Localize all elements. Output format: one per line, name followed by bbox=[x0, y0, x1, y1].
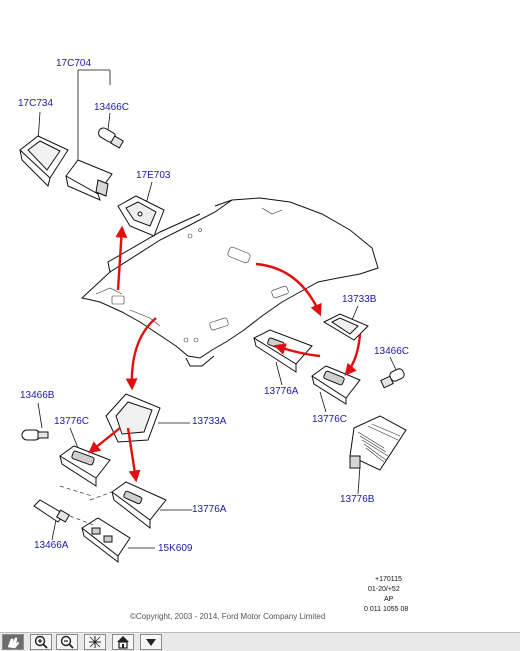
part-13733A bbox=[105, 393, 161, 443]
ref-code-3: AP bbox=[384, 596, 394, 603]
assembly-arrows bbox=[88, 225, 362, 483]
headliner-detail bbox=[95, 207, 289, 343]
label-13776C-right[interactable]: 13776C bbox=[312, 414, 348, 425]
fit-view-button[interactable] bbox=[84, 634, 106, 650]
zoom-in-button[interactable] bbox=[30, 634, 52, 650]
home-icon bbox=[117, 636, 129, 649]
part-13776C-right bbox=[311, 365, 361, 405]
label-17C704[interactable]: 17C704 bbox=[56, 58, 92, 69]
part-13776B bbox=[349, 415, 407, 471]
sparkle-fit-icon bbox=[89, 636, 101, 648]
part-13466A bbox=[33, 499, 71, 523]
label-15K609[interactable]: 15K609 bbox=[158, 543, 193, 554]
viewer-toolbar bbox=[0, 632, 520, 651]
label-13466A[interactable]: 13466A bbox=[34, 540, 69, 551]
part-17C704 bbox=[65, 159, 113, 201]
copyright-text: ©Copyright, 2003 - 2014, Ford Motor Comp… bbox=[130, 612, 326, 621]
pan-tool-button[interactable] bbox=[2, 634, 24, 650]
part-17C734 bbox=[19, 135, 69, 187]
part-13776C-left bbox=[59, 445, 111, 487]
part-13466C-top bbox=[98, 127, 125, 149]
parts-diagram bbox=[19, 69, 407, 564]
part-13466B bbox=[21, 429, 49, 441]
label-13776B[interactable]: 13776B bbox=[340, 494, 375, 505]
label-13466B[interactable]: 13466B bbox=[20, 390, 55, 401]
leader-lines bbox=[37, 69, 398, 549]
part-15K609 bbox=[81, 517, 131, 564]
label-17E703[interactable]: 17E703 bbox=[136, 170, 171, 181]
label-13776A-low[interactable]: 13776A bbox=[192, 504, 227, 515]
assembly-guides bbox=[59, 485, 113, 527]
ref-code-4: 0 011 1055 08 bbox=[364, 606, 409, 613]
zoom-out-button[interactable] bbox=[56, 634, 78, 650]
headliner-panel bbox=[80, 197, 379, 367]
part-17E703 bbox=[117, 195, 165, 237]
label-13466C-right[interactable]: 13466C bbox=[374, 346, 410, 357]
part-13776A-mid bbox=[252, 329, 313, 373]
more-dropdown-button[interactable] bbox=[140, 634, 162, 650]
label-13733B[interactable]: 13733B bbox=[342, 294, 377, 305]
label-13733A[interactable]: 13733A bbox=[192, 416, 227, 427]
label-13466C-top[interactable]: 13466C bbox=[94, 102, 130, 113]
label-13776A-mid[interactable]: 13776A bbox=[264, 386, 299, 397]
zoom-in-icon bbox=[34, 635, 48, 649]
part-13776A-low bbox=[111, 481, 167, 530]
part-13466C-right bbox=[380, 368, 405, 389]
zoom-out-icon bbox=[60, 635, 74, 649]
ref-code-2: 01-20/+52 bbox=[368, 586, 400, 593]
hand-icon bbox=[7, 637, 20, 649]
triangle-down-icon bbox=[146, 639, 156, 646]
part-13733B bbox=[322, 313, 369, 341]
label-17C734[interactable]: 17C734 bbox=[18, 98, 54, 109]
home-button[interactable] bbox=[112, 634, 134, 650]
label-13776C-left[interactable]: 13776C bbox=[54, 416, 90, 427]
ref-code-1: +170115 bbox=[375, 576, 402, 583]
